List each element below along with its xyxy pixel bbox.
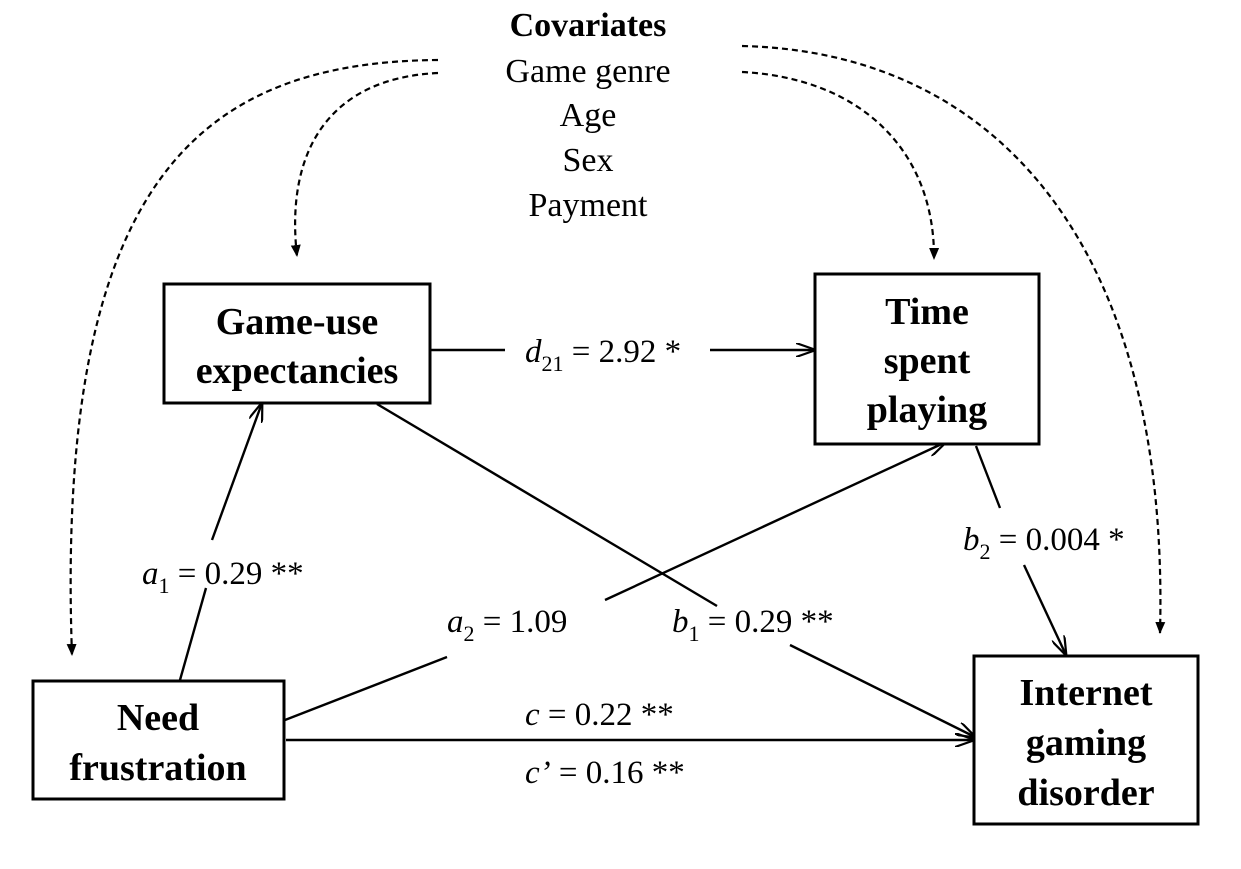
path-b2-line-start — [974, 445, 1002, 509]
path-label-b2-value: = 0.004 * — [991, 522, 1125, 558]
path-label-c: c = 0.22 ** — [525, 697, 674, 733]
path-label-c-value: = 0.22 ** — [540, 697, 674, 733]
covariate-game-genre: Game genre — [505, 53, 670, 90]
path-label-a2-sub: 2 — [464, 621, 475, 646]
node-need-frustration-label-1: Need — [117, 697, 199, 739]
path-label-a2-var: a — [447, 604, 464, 640]
covariate-arrow-time-spent-playing — [741, 70, 940, 260]
path-label-d21: d21 = 2.92 * — [525, 334, 681, 376]
path-label-d21-var: d — [525, 334, 542, 370]
path-b2-arrow — [1022, 564, 1066, 655]
path-label-b1-sub: 1 — [689, 621, 700, 646]
path-label-b1: b1 = 0.29 ** — [672, 604, 834, 646]
path-label-a1: a1 = 0.29 ** — [142, 556, 304, 598]
path-label-a2: a2 = 1.09 — [447, 604, 567, 646]
path-label-b1-value: = 0.29 ** — [700, 604, 834, 640]
path-label-c-var: c — [525, 697, 540, 733]
path-label-b2-sub: 2 — [980, 539, 991, 564]
node-game-use-expectancies-box — [162, 282, 432, 405]
covariate-age: Age — [560, 97, 617, 134]
path-label-c-prime-var: c’ — [525, 755, 551, 791]
path-a2-arrow — [604, 442, 946, 602]
path-label-b2: b2 = 0.004 * — [963, 522, 1125, 564]
node-internet-gaming-disorder-label-2: gaming — [1026, 722, 1146, 764]
path-b1-line-start — [376, 402, 718, 608]
path-label-a2-value: = 1.09 — [475, 604, 568, 640]
node-internet-gaming-disorder-label-3: disorder — [1017, 772, 1154, 814]
node-internet-gaming-disorder-label-1: Internet — [1020, 672, 1153, 714]
path-a2-line-start — [284, 655, 448, 722]
node-game-use-expectancies-label-2: expectancies — [196, 350, 399, 392]
node-time-spent-playing-box — [813, 272, 1041, 446]
path-a1-line-start — [178, 587, 208, 681]
node-time-spent-playing-label-2: spent — [884, 340, 971, 382]
covariate-arrow-game-use-expectancies — [290, 71, 439, 257]
node-game-use-expectancies-label-1: Game-use — [216, 301, 379, 343]
path-label-c-prime-value: = 0.16 ** — [551, 755, 685, 791]
covariate-arrow-need-frustration — [66, 58, 439, 656]
path-label-b1-var: b — [672, 604, 689, 640]
path-label-d21-sub: 21 — [542, 351, 564, 376]
covariate-sex: Sex — [563, 142, 614, 179]
path-label-c-prime: c’ = 0.16 ** — [525, 755, 685, 791]
path-label-a1-sub: 1 — [159, 573, 170, 598]
path-a1-arrow — [210, 403, 262, 541]
path-label-a1-var: a — [142, 556, 159, 592]
node-time-spent-playing-label-3: playing — [867, 389, 987, 431]
node-time-spent-playing-label-1: Time — [885, 291, 969, 333]
node-internet-gaming-disorder-box — [972, 654, 1200, 826]
path-label-d21-value: = 2.92 * — [564, 334, 682, 370]
path-b1-arrow — [789, 643, 975, 737]
path-label-b2-var: b — [963, 522, 980, 558]
node-need-frustration-label-2: frustration — [69, 747, 246, 789]
covariates-title: Covariates — [510, 7, 667, 44]
node-need-frustration-box — [31, 679, 286, 801]
covariate-payment: Payment — [529, 187, 649, 224]
path-label-a1-value: = 0.29 ** — [170, 556, 304, 592]
